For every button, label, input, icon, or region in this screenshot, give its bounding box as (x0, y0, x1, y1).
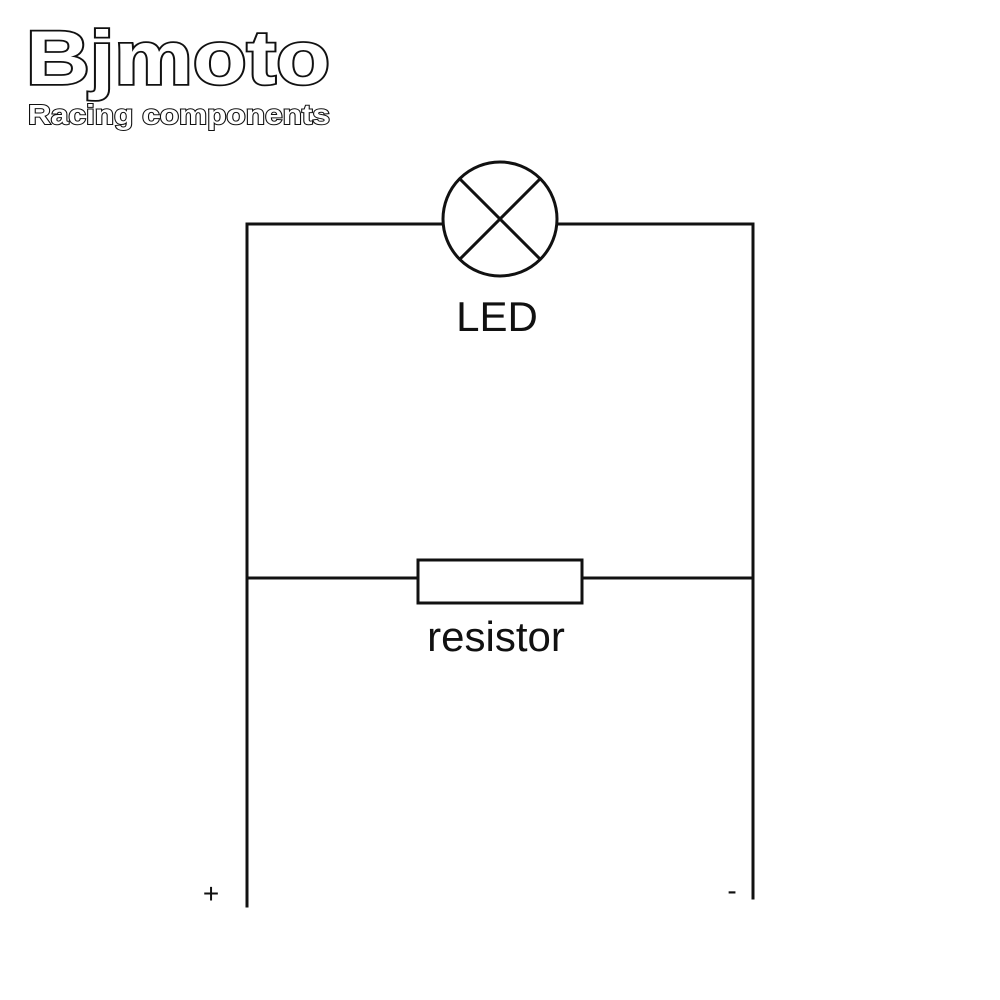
brand-logo: Bjmoto Racing components (24, 14, 332, 131)
led-label: LED (456, 293, 538, 340)
led-lamp-symbol (441, 160, 559, 278)
lamp-circle (441, 160, 559, 278)
logo-tagline-text: Racing components (28, 99, 330, 130)
positive-terminal-label: + (203, 878, 219, 909)
resistor-symbol (416, 558, 584, 605)
logo-brand-text: Bjmoto (26, 16, 330, 101)
negative-terminal-label: - (727, 875, 736, 906)
lamp-cross-line-2 (457, 176, 543, 262)
resistor-label: resistor (427, 613, 565, 660)
circuit-wires (245, 222, 755, 908)
